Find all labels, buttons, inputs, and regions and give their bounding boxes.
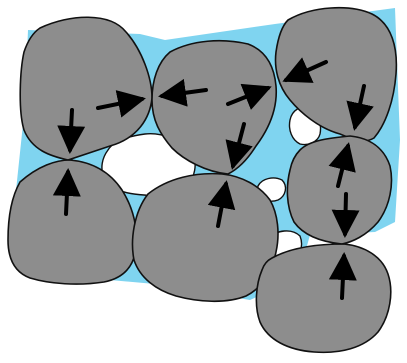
arrow-icon xyxy=(345,194,346,234)
grain-bottom-middle xyxy=(133,174,278,302)
grain-bottom-right xyxy=(256,244,390,352)
arrow-icon xyxy=(66,172,68,214)
arrow-icon xyxy=(342,256,344,298)
arrow-icon xyxy=(70,110,72,150)
